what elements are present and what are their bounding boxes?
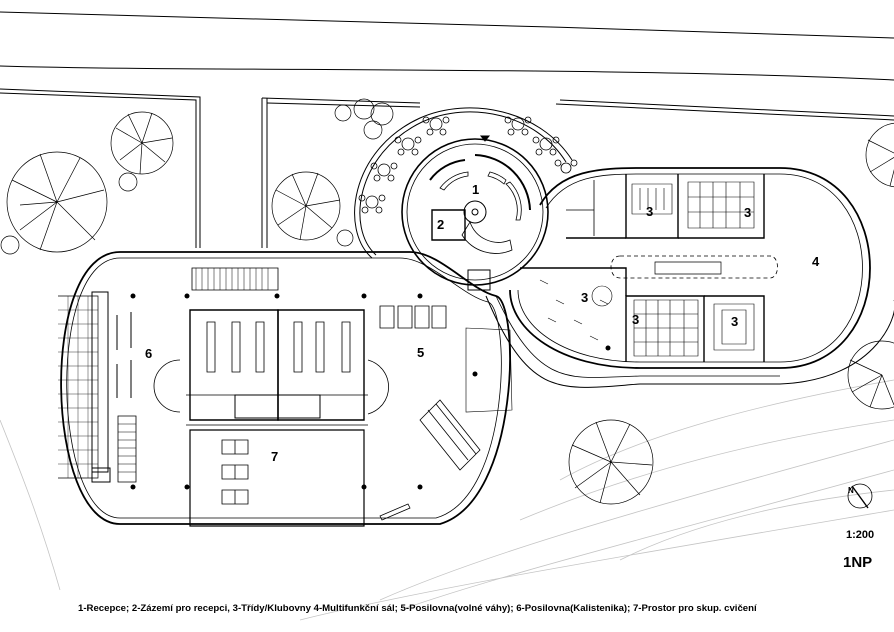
legend-caption: 1-Recepce; 2-Zázemí pro recepci, 3-Třídy… <box>78 603 757 614</box>
columns <box>130 293 611 490</box>
room-label-classroom: 3 <box>581 290 589 305</box>
room-label-free-weights: 5 <box>417 345 425 360</box>
gym-building <box>58 251 511 527</box>
shrub <box>0 98 394 255</box>
tree <box>110 111 174 175</box>
site-contours <box>0 379 894 621</box>
room-label-classroom: 3 <box>646 204 654 219</box>
room-label-reception: 1 <box>472 182 480 197</box>
floor-label: 1NP <box>843 554 873 571</box>
scale-label: 1:200 <box>846 529 875 541</box>
room-label-reception-backoffice: 2 <box>437 217 445 232</box>
road-lines <box>0 11 894 248</box>
classroom-furniture <box>539 181 755 357</box>
courtyard-equipment <box>206 305 513 521</box>
room-label-group-exercise: 7 <box>271 449 279 464</box>
east-wing <box>485 167 894 388</box>
tree <box>271 171 341 241</box>
tree <box>865 122 894 188</box>
trees <box>0 98 894 505</box>
cafe-tables <box>358 116 578 214</box>
reception-seating <box>439 171 522 221</box>
tree <box>6 151 108 253</box>
north-label: N <box>848 486 854 495</box>
north-arrow <box>847 483 873 509</box>
tree <box>847 340 894 410</box>
room-label-multifunction-hall: 4 <box>812 254 820 269</box>
tree <box>568 419 654 505</box>
room-label-classroom: 3 <box>632 312 640 327</box>
reception-pavilion <box>354 107 573 291</box>
room-label-calisthenics: 6 <box>145 346 153 361</box>
room-label-classroom: 3 <box>744 205 752 220</box>
room-label-classroom: 3 <box>731 314 739 329</box>
